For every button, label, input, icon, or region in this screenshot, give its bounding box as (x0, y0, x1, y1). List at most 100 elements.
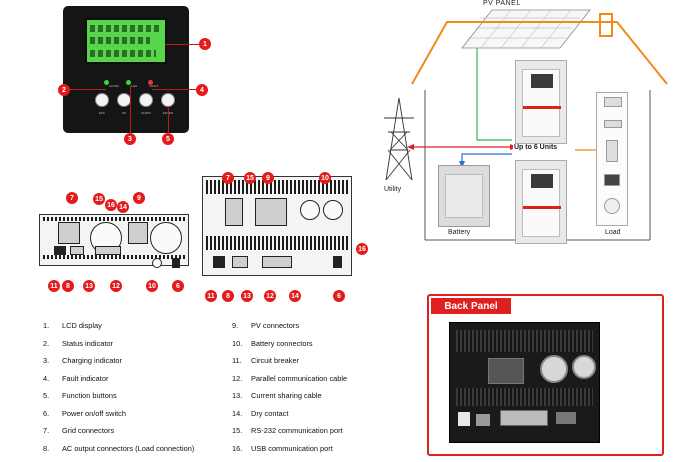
house-chimney (599, 13, 613, 37)
charging-led (126, 80, 131, 85)
pv-panel-label: PV PANEL (483, 0, 521, 7)
legend-item: 16.USB communication port (232, 443, 333, 453)
battery-connector-round (323, 200, 343, 220)
comm-ports (262, 256, 292, 268)
pv-panel-icon (461, 9, 591, 49)
callout-7: 7 (222, 172, 234, 184)
callout-10: 10 (319, 172, 331, 184)
load-label: Load (605, 229, 621, 236)
callout-9: 9 (133, 192, 145, 204)
callout-16: 16 (105, 199, 117, 211)
battery-terminal (152, 258, 162, 268)
vent-strip (206, 180, 348, 194)
callout-2: 2 (58, 84, 70, 96)
comm-ports (500, 410, 548, 426)
legend-right: 9.PV connectors 10.Battery connectors 11… (232, 321, 347, 461)
inverter-unit-bottom (515, 160, 567, 244)
callout-6: 6 (333, 290, 345, 302)
button-label-up: UP (121, 111, 127, 115)
callout-16: 16 (356, 243, 368, 255)
legend-item: 10.Battery connectors (232, 338, 313, 348)
leader-line (70, 89, 106, 90)
button-label-down: DOWN (141, 111, 151, 115)
leader-line (130, 86, 131, 134)
leader-line (165, 44, 200, 45)
callout-4: 4 (196, 84, 208, 96)
refrigerator-icon (606, 140, 618, 162)
legend-item: 11.Circuit breaker (232, 356, 300, 365)
microwave-icon (604, 97, 622, 107)
callout-11: 11 (205, 290, 217, 302)
pv-connector (488, 358, 524, 384)
legend-item: 5.Function buttons (43, 391, 117, 400)
leader-line (152, 89, 197, 90)
power-switch (172, 258, 180, 268)
fan-icon (604, 198, 620, 214)
lcd-digits-middle (90, 37, 150, 44)
grid-connector (58, 222, 80, 244)
callout-8: 8 (62, 280, 74, 292)
legend-item: 3.Charging indicator (43, 356, 122, 365)
utility-tower-icon (384, 97, 414, 181)
legend-item: 2.Status indicator (43, 338, 113, 348)
callout-9: 9 (262, 172, 274, 184)
led-label-chg: CHG (130, 84, 138, 88)
callout-5: 5 (162, 133, 174, 145)
fault-led (148, 80, 153, 85)
units-label: Up to 6 Units (513, 144, 559, 151)
callout-14: 14 (289, 290, 301, 302)
legend-item: 9.PV connectors (232, 321, 300, 330)
lcd-digits-bottom (90, 50, 156, 57)
battery-icon (438, 165, 490, 227)
dry-contact (556, 412, 576, 424)
pv-line (476, 48, 512, 141)
legend-item: 14.Dry contact (232, 408, 289, 418)
callout-8: 8 (222, 290, 234, 302)
battery-connector-round (150, 222, 182, 254)
circuit-breaker (54, 246, 66, 255)
callout-11: 11 (48, 280, 60, 292)
callout-13: 13 (241, 290, 253, 302)
legend-item: 12.Parallel communication cable (232, 373, 348, 383)
down-button[interactable] (139, 93, 153, 107)
callout-15: 15 (93, 193, 105, 205)
esc-button[interactable] (95, 93, 109, 107)
enter-button[interactable] (161, 93, 175, 107)
callout-6: 6 (172, 280, 184, 292)
battery-connector-round (572, 355, 596, 379)
ac-output-connector (232, 256, 248, 268)
back-panel-title: Back Panel (431, 298, 511, 314)
pv-connector (255, 198, 287, 226)
ac-output-connector (476, 414, 490, 426)
vent-strip (43, 255, 185, 259)
air-conditioner-icon (604, 120, 622, 128)
circuit-breaker (458, 412, 470, 426)
callout-10: 10 (146, 280, 158, 292)
power-switch (333, 256, 342, 268)
legend-item: 4.Fault indicator (43, 373, 109, 383)
legend-item: 13.Current sharing cable (232, 391, 322, 400)
callout-15: 15 (244, 172, 256, 184)
inverter-unit-top (515, 60, 567, 144)
system-wiring (384, 9, 668, 241)
utility-label: Utility (384, 186, 402, 193)
television-icon (604, 174, 620, 186)
circuit-breaker (213, 256, 225, 268)
callout-7: 7 (66, 192, 78, 204)
legend-item: 7.Grid connectors (43, 426, 115, 435)
battery-connector-round (540, 355, 568, 383)
callout-14: 14 (117, 201, 129, 213)
dc-line (461, 153, 512, 164)
battery-connector-round (300, 200, 320, 220)
vent-strip (456, 388, 593, 406)
vent-strip (456, 330, 593, 352)
callout-3: 3 (124, 133, 136, 145)
legend-item: 1.LCD display (43, 321, 102, 330)
pv-connector (128, 222, 148, 244)
callout-12: 12 (264, 290, 276, 302)
battery-label: Battery (448, 229, 471, 236)
grid-connector (225, 198, 243, 226)
callout-1: 1 (199, 38, 211, 50)
comm-ports (95, 246, 121, 255)
button-label-enter: ENTER (158, 111, 178, 115)
